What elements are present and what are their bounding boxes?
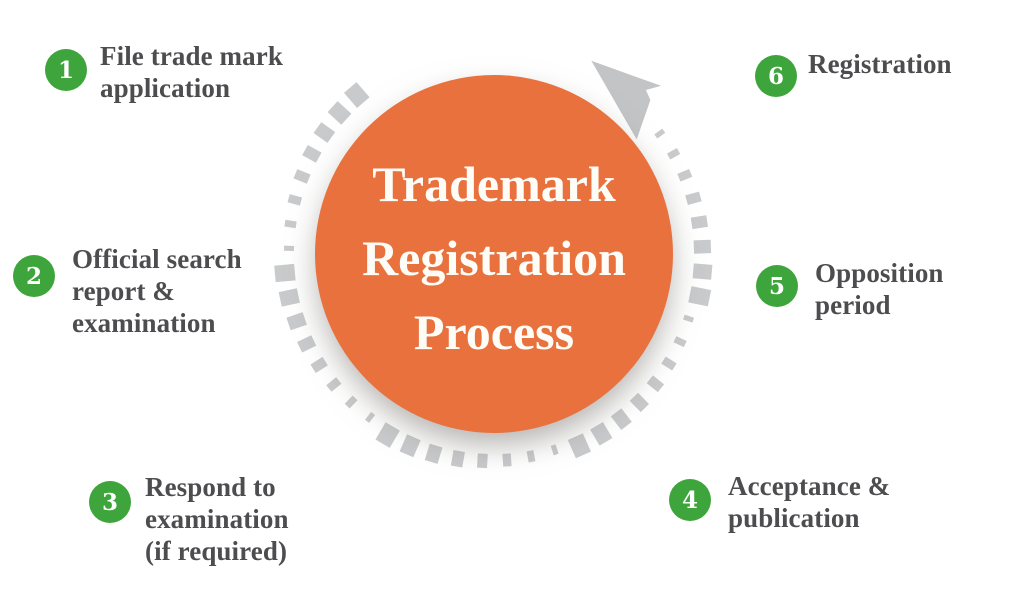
ring-dash — [375, 422, 400, 448]
step-6-label: Registration — [808, 49, 952, 79]
ring-dash — [365, 411, 376, 423]
ring-dash — [286, 312, 307, 331]
ring-dash — [327, 101, 352, 125]
step-5-number-badge: 5 — [756, 265, 798, 307]
ring-dash — [310, 356, 328, 374]
ring-dash — [661, 356, 677, 371]
step-4-number-badge: 4 — [669, 479, 711, 521]
step-4-label: Acceptance & publication — [728, 471, 891, 533]
ring-dash — [293, 169, 311, 184]
ring-dash — [685, 191, 702, 206]
ring-dash — [654, 128, 666, 139]
process-step-4: 4 Acceptance & publication — [669, 470, 890, 534]
step-5-label: Opposition period — [815, 258, 944, 320]
process-step-5: 5 Opposition period — [756, 257, 944, 321]
ring-dash — [284, 245, 295, 252]
ring-dash — [526, 450, 536, 463]
ring-dash — [313, 122, 336, 143]
ring-dash — [677, 168, 693, 182]
process-step-6: 6 Registration — [755, 48, 952, 97]
step-2-number-badge: 2 — [13, 255, 55, 297]
ring-dash — [297, 335, 317, 353]
ring-dash — [693, 239, 712, 254]
ring-dash — [344, 395, 358, 409]
ring-dash — [450, 450, 465, 468]
ring-dash — [683, 314, 695, 323]
ring-dash — [692, 263, 713, 280]
ring-dash — [278, 288, 300, 307]
ring-dash — [302, 145, 322, 163]
ring-dash — [424, 443, 443, 464]
ring-dash — [690, 215, 708, 230]
ring-dash — [550, 444, 559, 456]
step-3-number-badge: 3 — [89, 481, 131, 523]
ring-dash — [477, 453, 488, 469]
process-step-2: 2 Official search report & examination — [13, 243, 242, 339]
ring-dash — [567, 433, 591, 459]
ring-dash — [590, 421, 613, 446]
ring-dash — [688, 286, 712, 307]
ring-dash — [287, 194, 303, 206]
ring-dash — [326, 377, 342, 392]
step-6-number-badge: 6 — [755, 55, 797, 97]
ring-dash — [666, 148, 681, 160]
ring-dash — [646, 375, 665, 393]
process-step-1: 1 File trade mark application — [45, 40, 283, 104]
step-3-label: Respond to examination (if required) — [145, 472, 289, 566]
step-2-label: Official search report & examination — [72, 244, 242, 338]
ring-dash — [629, 392, 650, 413]
process-step-3: 3 Respond to examination (if required) — [89, 471, 289, 567]
diagram-title: Trademark Registration Process — [362, 156, 626, 360]
step-1-number-badge: 1 — [45, 49, 87, 91]
ring-dash — [673, 336, 687, 348]
center-circle: Trademark Registration Process — [315, 75, 673, 433]
ring-dash — [343, 82, 370, 108]
ring-dash — [502, 453, 512, 467]
ring-dash — [399, 434, 421, 458]
ring-dash — [284, 219, 297, 229]
ring-dash — [610, 408, 632, 430]
step-1-label: File trade mark application — [100, 41, 283, 103]
ring-dash — [274, 263, 296, 283]
